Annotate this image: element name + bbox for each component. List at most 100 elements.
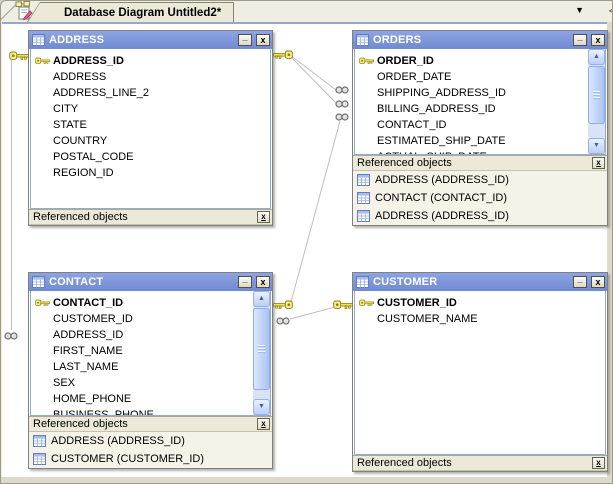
field-row[interactable]: SEX: [35, 375, 252, 391]
titlebar[interactable]: ADDRESS _ x: [29, 31, 272, 49]
titlebar[interactable]: ORDERS _ x: [353, 31, 607, 49]
field-name: SHIPPING_ADDRESS_ID: [377, 87, 506, 99]
tab-list-dropdown-icon[interactable]: ▼: [575, 5, 584, 15]
field-row[interactable]: CUSTOMER_NAME: [359, 311, 605, 327]
field-row[interactable]: ORDER_DATE: [359, 69, 587, 85]
vertical-scrollbar[interactable]: ▲ ▼: [253, 291, 270, 415]
table-icon: [356, 276, 369, 288]
right-gutter: [607, 22, 612, 483]
primary-key-icon: [359, 57, 377, 65]
field-name: ADDRESS_LINE_2: [53, 87, 149, 99]
field-row[interactable]: CITY: [35, 101, 270, 117]
relationship-line: [290, 120, 341, 303]
referenced-object-label: ADDRESS (ADDRESS_ID): [51, 435, 185, 447]
field-row[interactable]: BUSINESS_PHONE: [35, 407, 252, 415]
field-row[interactable]: CONTACT_ID: [35, 295, 252, 311]
field-row[interactable]: STATE: [35, 117, 270, 133]
field-row[interactable]: ADDRESS_ID: [35, 327, 252, 343]
many-end-infinity-icon: [335, 100, 349, 108]
titlebar[interactable]: CUSTOMER _ x: [353, 273, 607, 291]
primary-key-icon: [35, 57, 53, 65]
referenced-close-button[interactable]: x: [257, 211, 270, 223]
referenced-object-item[interactable]: ADDRESS (ADDRESS_ID): [353, 171, 607, 189]
field-row[interactable]: ORDER_ID: [359, 53, 587, 69]
referenced-object-item[interactable]: CONTACT (CONTACT_ID): [353, 189, 607, 207]
close-button[interactable]: x: [591, 276, 605, 288]
referenced-object-item[interactable]: CUSTOMER (CUSTOMER_ID): [29, 450, 272, 468]
scroll-thumb[interactable]: [588, 66, 605, 124]
field-name: REGION_ID: [53, 167, 114, 179]
close-button[interactable]: x: [256, 276, 270, 288]
field-row[interactable]: COUNTRY: [35, 133, 270, 149]
field-name: BILLING_ADDRESS_ID: [377, 103, 496, 115]
referenced-close-button[interactable]: x: [592, 157, 605, 169]
field-name: STATE: [53, 119, 87, 131]
referenced-objects-bar: Referenced objects x: [353, 155, 607, 171]
minimize-button[interactable]: _: [238, 33, 252, 46]
field-row[interactable]: LAST_NAME: [35, 359, 252, 375]
referenced-close-button[interactable]: x: [592, 457, 605, 469]
close-button[interactable]: x: [591, 34, 605, 46]
one-end-key-icon: [333, 300, 353, 310]
scroll-thumb[interactable]: [253, 308, 270, 390]
diagram-canvas[interactable]: ADDRESS _ x ADDRESS_ID ADDRESS ADDRESS_LIN…: [2, 22, 608, 478]
field-row[interactable]: ESTIMATED_SHIP_DATE: [359, 133, 587, 149]
field-row[interactable]: SHIPPING_ADDRESS_ID: [359, 85, 587, 101]
tab-database-diagram[interactable]: Database Diagram Untitled2*: [27, 2, 235, 22]
field-name: ADDRESS_ID: [53, 329, 124, 341]
field-row[interactable]: POSTAL_CODE: [35, 149, 270, 165]
minimize-button[interactable]: _: [573, 33, 587, 46]
vertical-scrollbar[interactable]: ▲ ▼: [588, 49, 605, 154]
field-row[interactable]: ADDRESS_LINE_2: [35, 85, 270, 101]
field-name: CONTACT_ID: [377, 119, 447, 131]
referenced-close-button[interactable]: x: [257, 418, 270, 430]
field-row[interactable]: ADDRESS: [35, 69, 270, 85]
scroll-down-button[interactable]: ▼: [253, 399, 270, 415]
field-row[interactable]: CONTACT_ID: [359, 117, 587, 133]
minimize-button[interactable]: _: [573, 275, 587, 288]
field-name: ADDRESS_ID: [53, 55, 124, 67]
table-window-address[interactable]: ADDRESS _ x ADDRESS_ID ADDRESS ADDRESS_LIN…: [28, 30, 273, 226]
table-title: ADDRESS: [49, 34, 105, 46]
referenced-object-label: CUSTOMER (CUSTOMER_ID): [51, 453, 204, 465]
table-icon: [33, 453, 46, 465]
scroll-up-button[interactable]: ▲: [253, 291, 270, 307]
table-icon: [357, 174, 370, 186]
table-icon: [356, 34, 369, 46]
field-row[interactable]: REGION_ID: [35, 165, 270, 181]
field-row[interactable]: ADDRESS_ID: [35, 53, 270, 69]
field-name: ACTUAL_SHIP_DATE: [377, 151, 487, 154]
titlebar[interactable]: CONTACT _ x: [29, 273, 272, 291]
referenced-objects-bar: Referenced objects x: [29, 416, 272, 432]
field-row[interactable]: BILLING_ADDRESS_ID: [359, 101, 587, 117]
field-row[interactable]: CUSTOMER_ID: [35, 311, 252, 327]
field-row[interactable]: ACTUAL_SHIP_DATE: [359, 149, 587, 154]
referenced-objects-label: Referenced objects: [33, 418, 128, 430]
field-row[interactable]: FIRST_NAME: [35, 343, 252, 359]
close-button[interactable]: x: [256, 34, 270, 46]
table-title: CUSTOMER: [373, 276, 438, 288]
primary-key-icon: [359, 299, 377, 307]
field-name: FIRST_NAME: [53, 345, 123, 357]
field-row[interactable]: HOME_PHONE: [35, 391, 252, 407]
scroll-up-button[interactable]: ▲: [588, 49, 605, 65]
field-row[interactable]: CUSTOMER_ID: [359, 295, 605, 311]
tab-scroll-left-icon[interactable]: ◁: [609, 3, 612, 17]
referenced-object-item[interactable]: ADDRESS (ADDRESS_ID): [353, 207, 607, 225]
field-name: ADDRESS: [53, 71, 107, 83]
referenced-object-item[interactable]: ADDRESS (ADDRESS_ID): [29, 432, 272, 450]
field-name: SEX: [53, 377, 76, 389]
one-end-key-icon: [273, 50, 293, 60]
scroll-down-button[interactable]: ▼: [588, 138, 605, 154]
minimize-button[interactable]: _: [238, 275, 252, 288]
document-tab-bar: Database Diagram Untitled2* ▼ ◁: [1, 1, 612, 22]
many-end-infinity-icon: [276, 317, 290, 325]
field-name: ESTIMATED_SHIP_DATE: [377, 135, 506, 147]
